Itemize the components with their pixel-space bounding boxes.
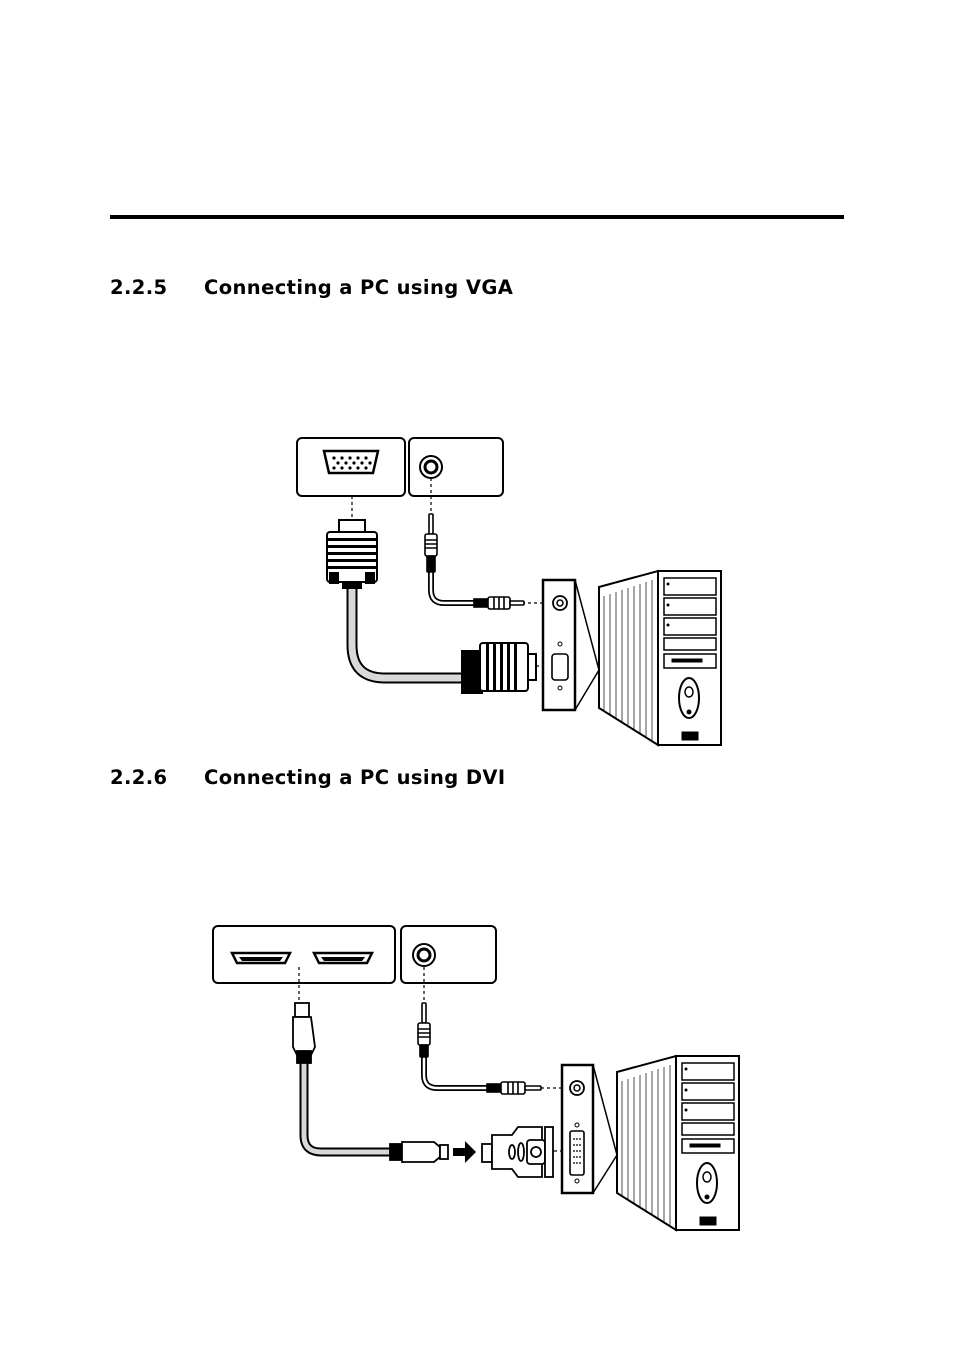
hdmi-to-dvi-adapter <box>481 1126 554 1178</box>
header-divider <box>110 215 844 219</box>
vga-connector-horizontal <box>461 642 537 694</box>
vga-connector-vertical <box>326 519 378 589</box>
monitor-audio-port-panel <box>400 925 497 984</box>
section-title: Connecting a PC using DVI <box>204 766 506 789</box>
hdmi-plug-horizontal <box>389 1141 449 1163</box>
section-number: 2.2.6 <box>110 766 168 789</box>
section-number: 2.2.5 <box>110 276 168 299</box>
pc-tower-illustration <box>616 1054 740 1232</box>
section-heading-vga: 2.2.5 Connecting a PC using VGA <box>110 276 513 299</box>
monitor-audio-port-panel <box>408 437 504 497</box>
hdmi-plug-vertical <box>292 1002 316 1064</box>
audio-plug-vertical <box>417 1002 431 1058</box>
monitor-hdmi-port-panel <box>212 925 396 984</box>
dvi-connection-diagram <box>212 925 740 1232</box>
audio-plug-horizontal <box>473 596 525 610</box>
section-heading-dvi: 2.2.6 Connecting a PC using DVI <box>110 766 506 789</box>
monitor-vga-port-panel <box>296 437 406 497</box>
pc-tower-illustration <box>598 569 722 747</box>
pc-back-panel <box>541 578 600 712</box>
arrow-right-icon <box>453 1141 476 1163</box>
pc-back-panel <box>560 1063 618 1195</box>
audio-plug-horizontal <box>486 1081 542 1095</box>
section-title: Connecting a PC using VGA <box>204 276 514 299</box>
vga-connection-diagram <box>296 437 722 747</box>
audio-plug-vertical <box>424 513 438 573</box>
